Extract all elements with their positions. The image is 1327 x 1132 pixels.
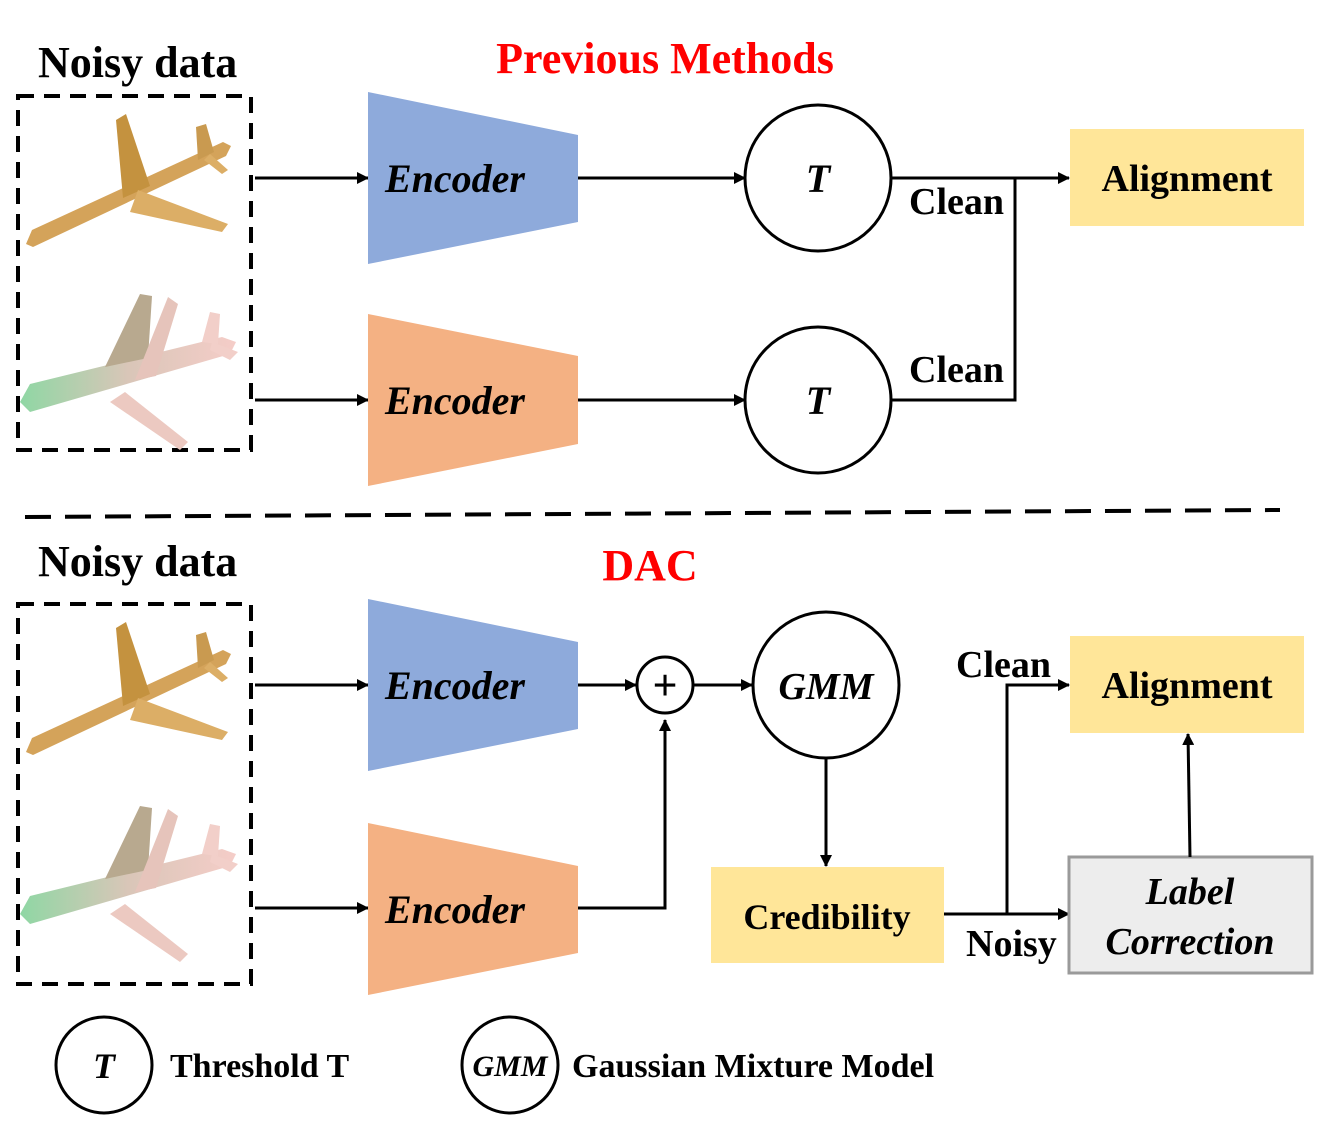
- top-encoder-2-label: Encoder: [384, 378, 525, 423]
- top-encoder-2-shape: [368, 314, 578, 486]
- bottom-label-correction-box: [1067, 855, 1314, 975]
- top-clean-label-1: Clean: [909, 181, 1004, 223]
- top-clean-path-2: [891, 178, 1017, 402]
- bottom-clean-label: Clean: [956, 644, 1051, 686]
- bottom-encoder-2-label: Encoder: [384, 887, 525, 932]
- top-airplane-pointcloud: [20, 294, 238, 450]
- bottom-label-correction-line2: Correction: [1106, 921, 1275, 963]
- legend-threshold-text: Threshold T: [170, 1048, 350, 1085]
- top-clean-label-2: Clean: [909, 349, 1004, 391]
- bottom-arrow-correction-to-alignment: [1182, 733, 1195, 858]
- bottom-airplane-pointcloud: [20, 806, 238, 962]
- bottom-airplane-rgb: [26, 622, 231, 755]
- bottom-credibility-label: Credibility: [743, 897, 910, 937]
- bottom-title: DAC: [602, 541, 697, 590]
- top-noisy-data-label: Noisy data: [38, 38, 237, 87]
- bottom-encoder-1-label: Encoder: [384, 663, 525, 708]
- top-threshold-symbol-2: T: [806, 378, 832, 423]
- top-airplane-rgb: [26, 114, 231, 247]
- bottom-clean-path: [1005, 679, 1070, 914]
- bottom-alignment-box: [1070, 636, 1304, 733]
- bottom-path-encoder-2-to-sum: [578, 719, 671, 910]
- legend-gmm-circle: [460, 1015, 560, 1115]
- bottom-label-correction-line1: Label: [1145, 871, 1235, 913]
- top-encoder-1-shape: [368, 92, 578, 264]
- top-encoder-1-label: Encoder: [384, 156, 525, 201]
- bottom-credibility-box: [711, 867, 944, 963]
- bottom-noisy-label: Noisy: [966, 923, 1057, 965]
- bottom-encoder-1-shape: [368, 599, 578, 771]
- top-noisy-data-box: [16, 94, 253, 452]
- bottom-noisy-data-label: Noisy data: [38, 537, 237, 586]
- legend-gmm-text: Gaussian Mixture Model: [572, 1048, 934, 1085]
- bottom-sum-symbol: +: [652, 661, 677, 710]
- bottom-gmm-label: GMM: [778, 666, 874, 708]
- panel-separator: [24, 508, 1281, 519]
- bottom-noisy-data-box: [16, 602, 253, 986]
- legend-threshold-symbol: T: [93, 1046, 117, 1086]
- top-alignment-label: Alignment: [1102, 158, 1273, 200]
- legend-gmm-symbol: GMM: [472, 1050, 548, 1083]
- bottom-alignment-label: Alignment: [1102, 665, 1273, 707]
- top-alignment-box: [1070, 129, 1304, 226]
- top-threshold-symbol-1: T: [806, 156, 832, 201]
- top-title: Previous Methods: [496, 34, 834, 83]
- bottom-encoder-2-shape: [368, 823, 578, 995]
- legend-threshold-circle: [54, 1015, 154, 1115]
